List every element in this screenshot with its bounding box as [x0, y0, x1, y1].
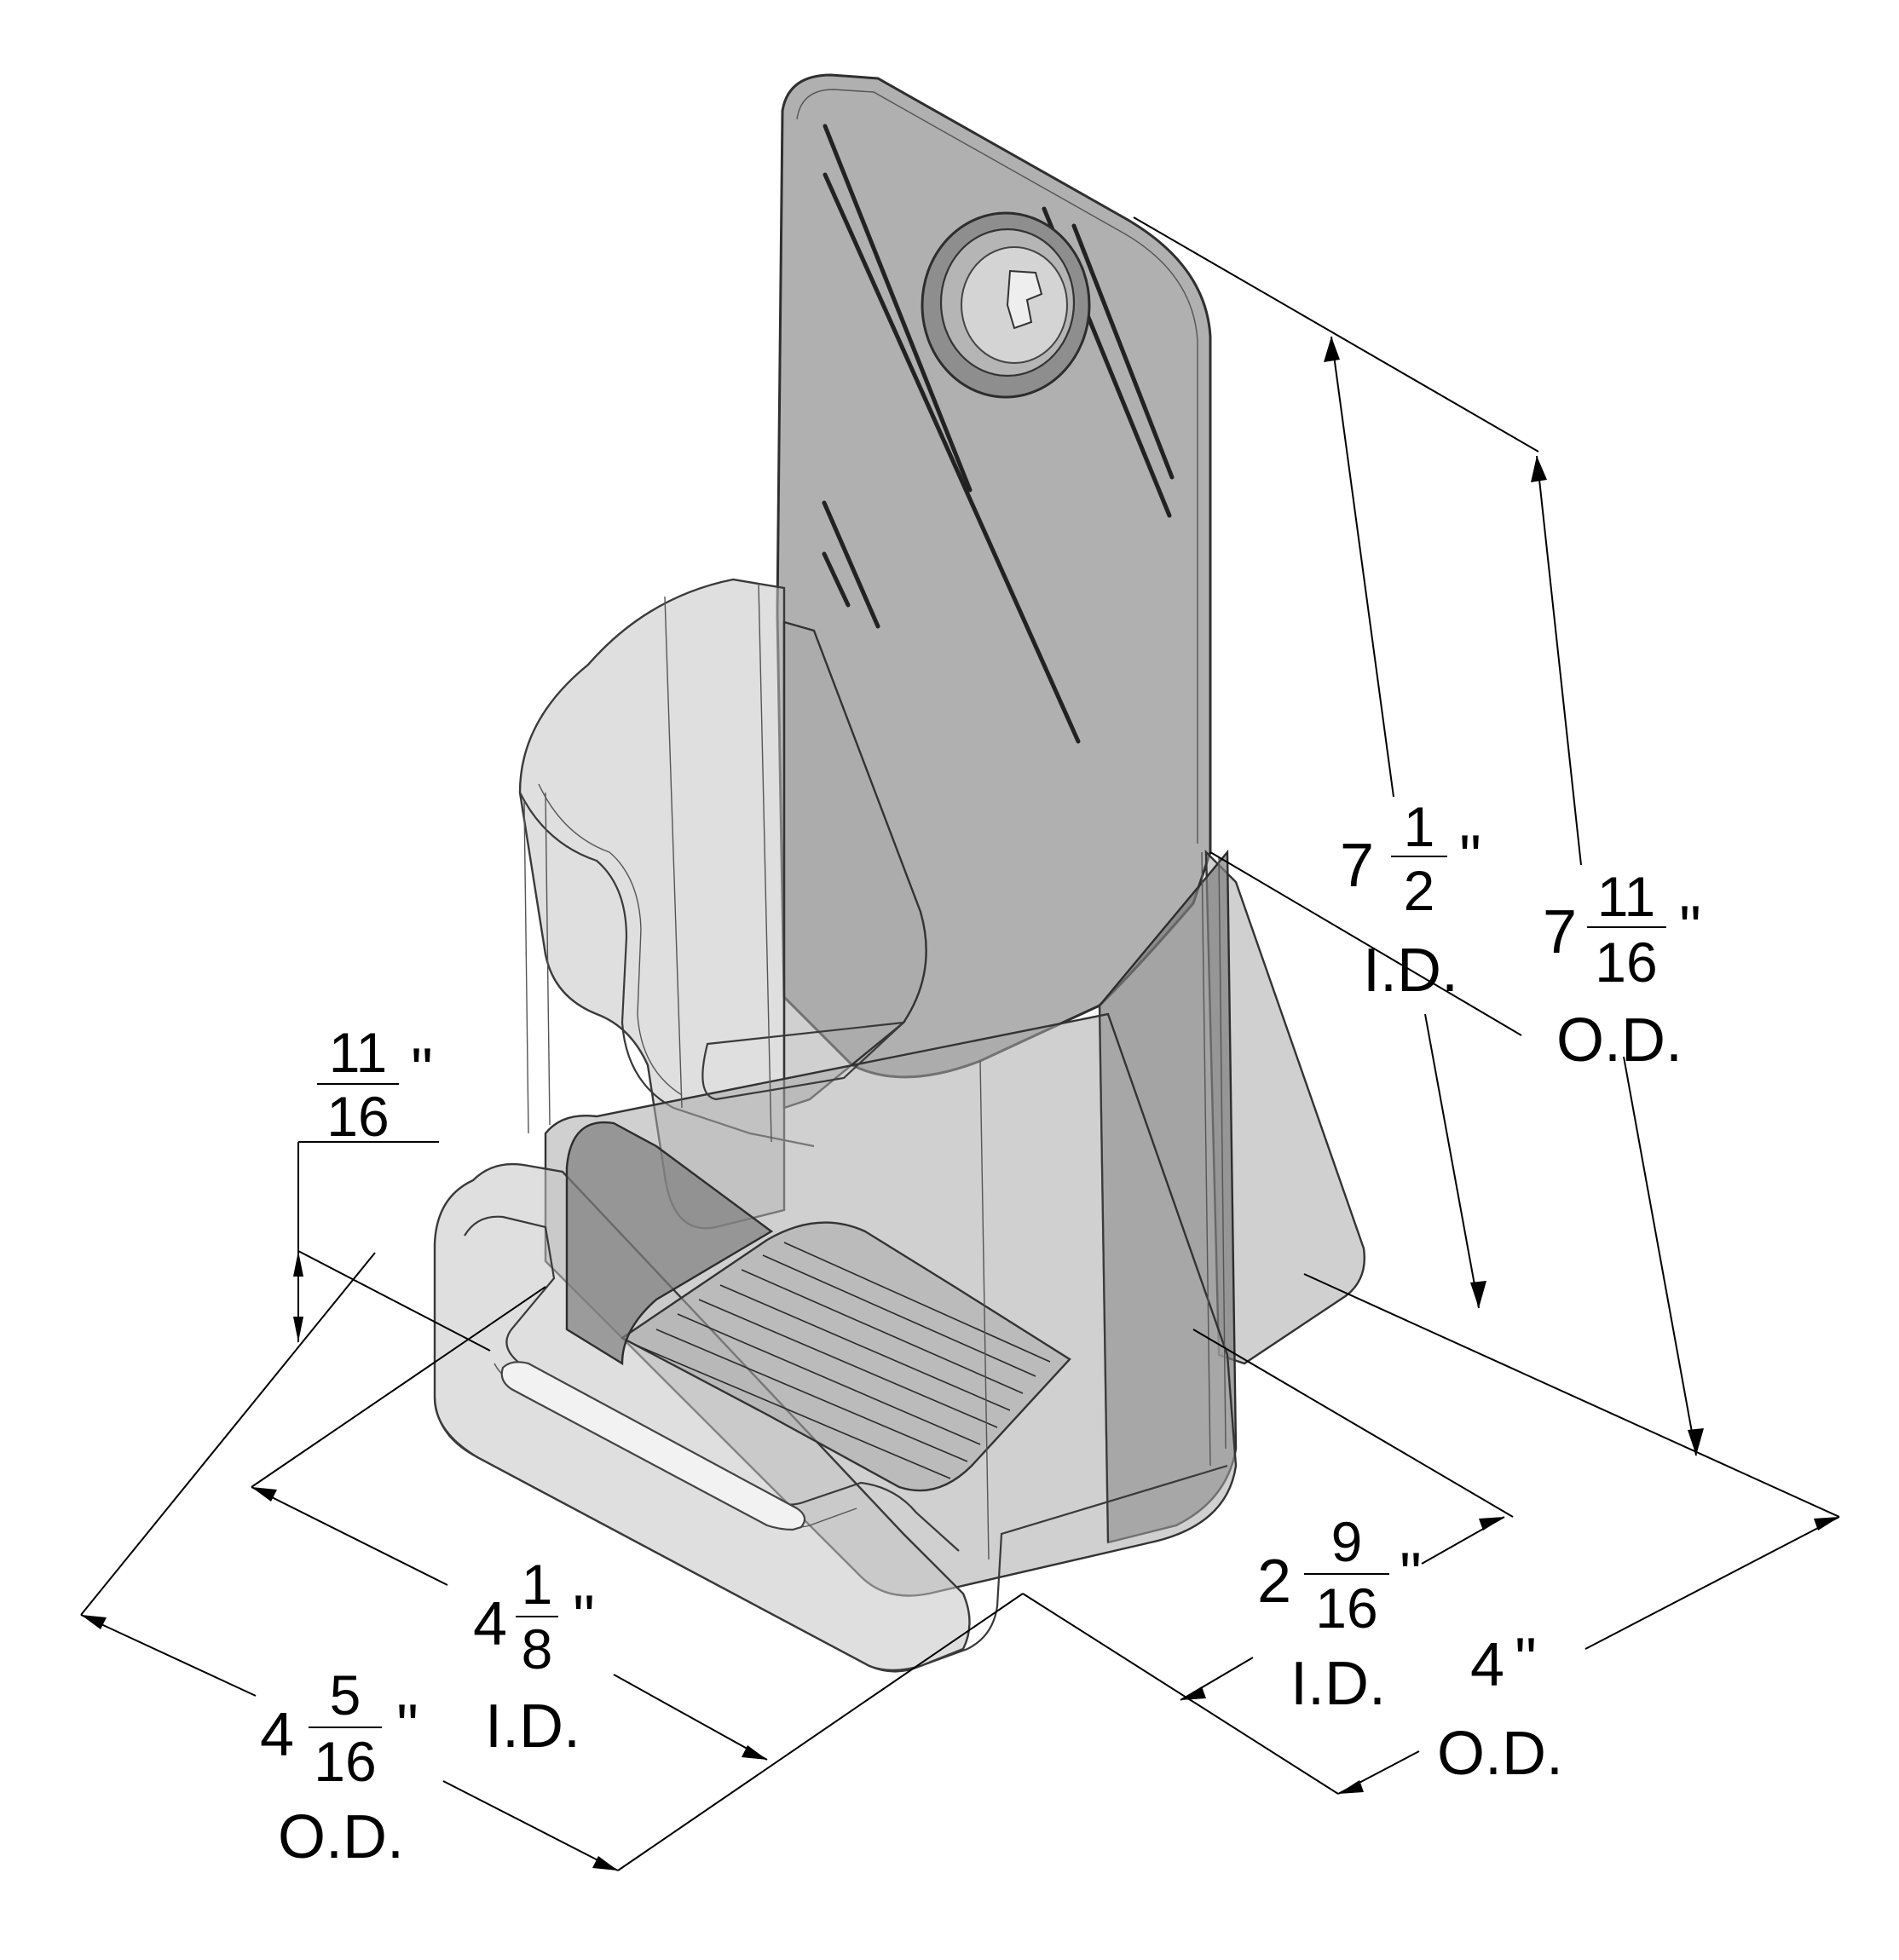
svg-text:O.D.: O.D. [1556, 1006, 1683, 1075]
svg-text:2: 2 [1257, 1548, 1291, 1616]
column-edge [1098, 1005, 1110, 1543]
svg-text:": " [1400, 1541, 1422, 1609]
svg-text:4: 4 [473, 1590, 507, 1658]
svg-text:1: 1 [522, 1553, 553, 1616]
back-rib [823, 172, 1081, 744]
inner-divider [565, 1121, 774, 1366]
svg-text:7: 7 [1340, 832, 1374, 900]
svg-text:": " [1459, 823, 1481, 891]
dim-label-height-id: 7 1 2 " I.D. [1340, 795, 1481, 1005]
svg-text:O.D.: O.D. [278, 1803, 404, 1871]
svg-text:4: 4 [260, 1701, 294, 1769]
card-platform [620, 1221, 1071, 1492]
dim-label-lip-height: 11 16 " [317, 1021, 433, 1148]
svg-text:I.D.: I.D. [1363, 937, 1458, 1005]
dim-label-width-od: 4 5 16 " O.D. [260, 1663, 418, 1871]
tray-slot [500, 1361, 806, 1531]
svg-text:I.D.: I.D. [485, 1692, 580, 1761]
svg-text:4: 4 [1470, 1631, 1504, 1699]
pocket-curve-inner [538, 783, 683, 1096]
svg-text:16: 16 [314, 1730, 376, 1793]
svg-text:": " [411, 1036, 433, 1104]
svg-text:16: 16 [1315, 1577, 1377, 1640]
back-rib [823, 124, 973, 493]
front-lip [701, 1021, 907, 1101]
svg-text:11: 11 [329, 1021, 388, 1084]
dimension-lines [80, 216, 1840, 1871]
svg-text:5: 5 [330, 1663, 361, 1727]
svg-text:16: 16 [1595, 931, 1657, 994]
svg-text:I.D.: I.D. [1290, 1650, 1386, 1718]
dim-label-width-id: 4 1 8 " I.D. [473, 1553, 595, 1761]
svg-text:16: 16 [326, 1085, 389, 1148]
dim-label-depth-od: 4 " O.D. [1437, 1626, 1563, 1788]
svg-text:": " [1679, 894, 1701, 962]
back-panel-bevel [796, 89, 1198, 844]
svg-text:9: 9 [1331, 1510, 1363, 1573]
card-holder-part [433, 73, 1365, 1673]
dim-height-od [1536, 455, 1582, 866]
svg-text:7: 7 [1543, 898, 1577, 966]
dim-label-depth-id: 2 9 16 " I.D. [1257, 1510, 1422, 1718]
svg-text:11: 11 [1597, 865, 1656, 928]
key-hole [921, 211, 1091, 399]
svg-text:": " [396, 1692, 418, 1761]
svg-text:8: 8 [522, 1617, 553, 1680]
base-outline [433, 1397, 1228, 1673]
column-edge-2 [979, 851, 1227, 1560]
side-gusset [1204, 850, 1365, 1365]
platform-grooves [634, 1242, 1051, 1479]
dim-label-height-od: 7 11 16 " O.D. [1543, 865, 1701, 1075]
svg-text:1: 1 [1404, 795, 1435, 858]
svg-text:O.D.: O.D. [1437, 1720, 1563, 1788]
svg-text:2: 2 [1404, 859, 1435, 922]
back-rib [822, 551, 851, 608]
svg-text:": " [1515, 1626, 1537, 1694]
back-rib [822, 500, 880, 629]
dim-height-id [1330, 336, 1394, 798]
wall-lines [523, 583, 772, 1143]
svg-text:": " [573, 1583, 595, 1652]
back-rib [1071, 223, 1175, 480]
